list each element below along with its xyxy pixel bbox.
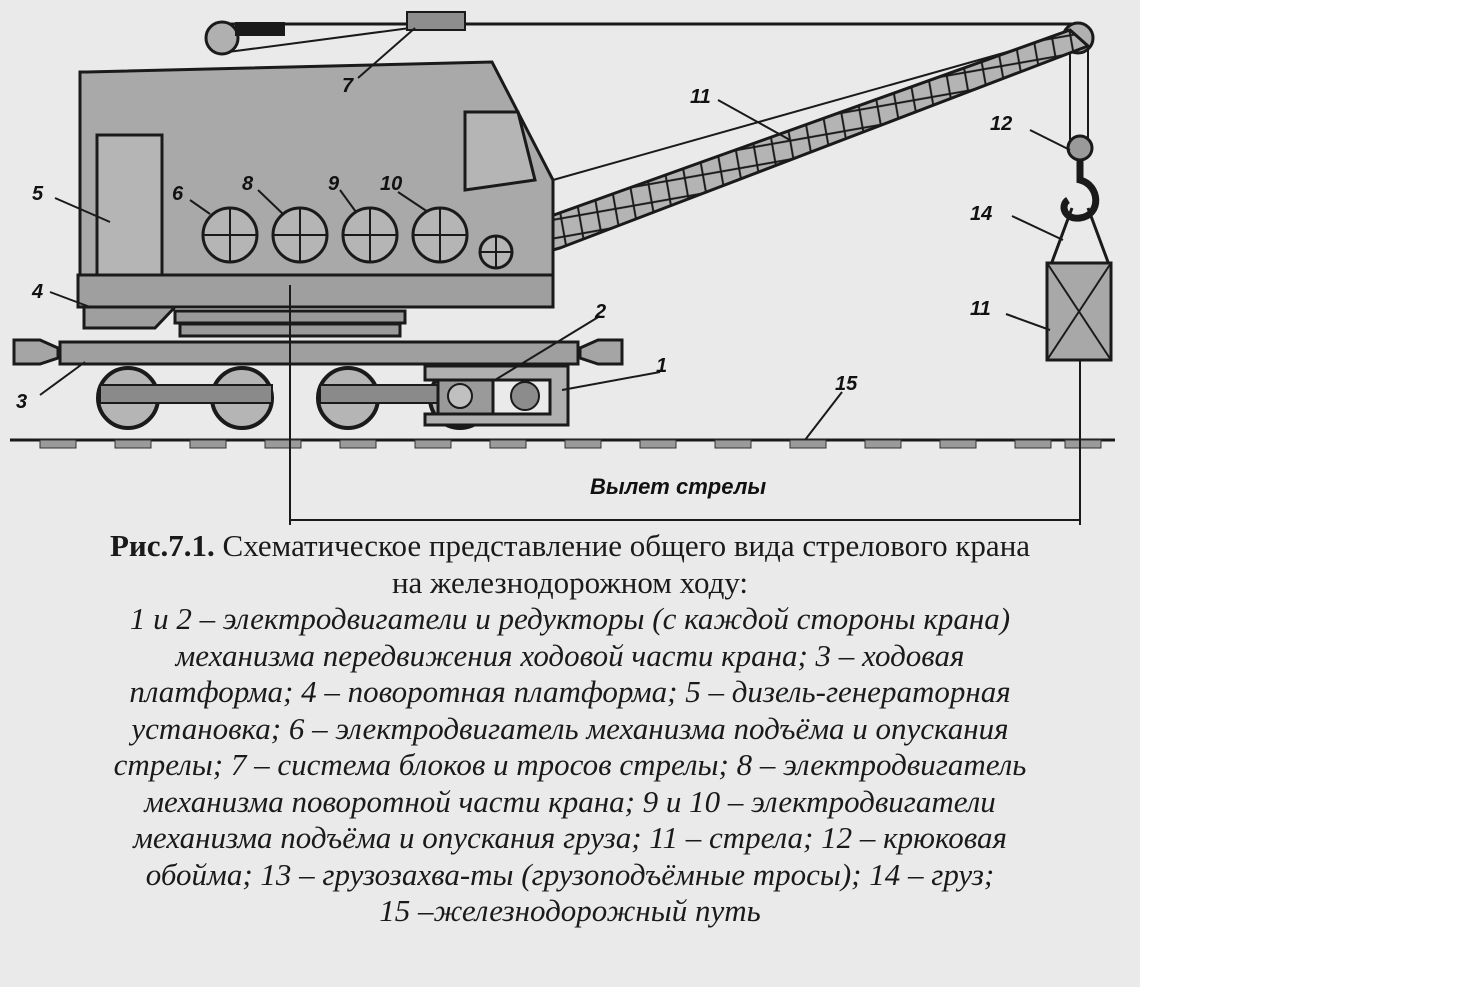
- callout-label: 3: [16, 391, 27, 413]
- callout-leaders: [39, 27, 1071, 441]
- callout-label: 11: [970, 298, 991, 320]
- caption-legend-line: стрелы; 7 – система блоков и тросов стре…: [113, 747, 1027, 782]
- crane-cab: [76, 60, 555, 330]
- outreach-label: Вылет стрелы: [590, 474, 766, 499]
- rotating-platform: [76, 273, 555, 309]
- boom-cable-system: [227, 22, 1089, 181]
- running-platform: [12, 338, 624, 366]
- callout-label: 15: [835, 373, 858, 395]
- caption-legend-line: механизма поворотной части крана; 9 и 10…: [144, 783, 996, 819]
- callout-label: 5: [32, 183, 44, 205]
- figure-caption: Рис.7.1. Схематическое представление общ…: [0, 528, 1140, 930]
- load-box: [1045, 261, 1113, 362]
- callout-label: 9: [328, 173, 340, 195]
- boom-pulley-block: [406, 11, 466, 31]
- caption-legend-line: 15 –железнодорожный путь: [379, 893, 761, 928]
- load-slings: [1050, 207, 1110, 263]
- caption-legend-line: 1 и 2 – электродвигатели и редукторы (с …: [129, 601, 1011, 636]
- caption-legend-line: механизма подъёма и опускания груза; 11 …: [133, 820, 1007, 855]
- caption-title-line1: Схематическое представление общего вида …: [222, 528, 1031, 563]
- callout-label: 7: [342, 75, 354, 97]
- motor-10-icon: [411, 206, 469, 264]
- motor-9-icon: [341, 206, 399, 264]
- callout-label: 8: [242, 173, 254, 195]
- drive-motor-reducer: [423, 364, 570, 427]
- railway-track: [10, 438, 1115, 449]
- callout-label: 4: [31, 281, 43, 303]
- scanned-page: Вылет стрелы 1 2 3 4 5 6 7 8 9 10: [0, 0, 1140, 987]
- cab-window: [463, 110, 537, 192]
- caption-legend-line: обойма; 13 – грузозахва-ты (грузоподъёмн…: [145, 856, 995, 892]
- caption-legend-line: платформа; 4 – поворотная платформа; 5 –…: [129, 674, 1011, 709]
- top-pulley-icon: [204, 20, 285, 56]
- figure-number: Рис.7.1.: [109, 528, 215, 563]
- callout-label: 11: [690, 86, 711, 108]
- callout-label: 12: [990, 113, 1012, 135]
- caption-title: Рис.7.1. Схематическое представление общ…: [0, 528, 1140, 565]
- motor-8-icon: [271, 206, 329, 264]
- motor-6-icon: [201, 206, 259, 264]
- boom-lattice: [490, 28, 1091, 264]
- outreach-dimension: [289, 285, 1081, 525]
- callout-label: 2: [594, 301, 606, 323]
- drive-motor-icon: [510, 381, 540, 411]
- callout-label: 14: [970, 203, 992, 225]
- caption-legend-line: установка; 6 – электродвигатель механизм…: [131, 710, 1009, 746]
- boom-hinge-icon: [478, 234, 514, 270]
- crane-diagram: Вылет стрелы 1 2 3 4 5 6 7 8 9 10: [10, 11, 1115, 525]
- caption-title-line2: на железнодорожном ходу:: [391, 564, 749, 600]
- callout-label: 10: [380, 173, 402, 195]
- cab-door: [95, 133, 164, 277]
- callout-label: 1: [656, 355, 667, 377]
- caption-legend-line: механизма передвижения ходовой части кра…: [175, 637, 965, 673]
- callout-label: 6: [172, 183, 184, 205]
